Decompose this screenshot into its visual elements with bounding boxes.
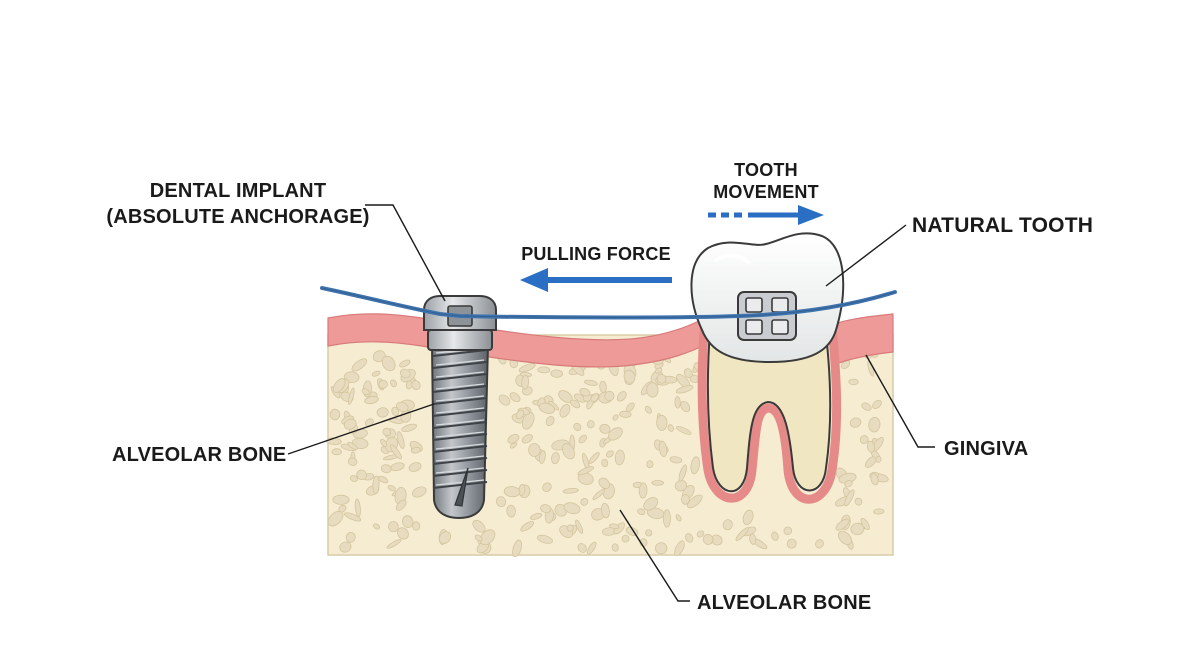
tooth-movement-label-line1: TOOTH <box>734 160 798 180</box>
gingiva-label: GINGIVA <box>944 438 1028 460</box>
natural-tooth <box>690 232 845 504</box>
alveolar-bone-bottom-label: ALVEOLAR BONE <box>697 592 871 614</box>
implant-label-line1: DENTAL IMPLANT <box>150 180 327 202</box>
leader-alveolar-bone-left <box>287 403 435 455</box>
natural-tooth-label: NATURAL TOOTH <box>912 214 1093 237</box>
dashed-arrow-right-icon <box>708 205 824 225</box>
leader-gingiva <box>865 354 935 448</box>
leader-lines <box>287 204 935 602</box>
labels: DENTAL IMPLANT (ABSOLUTE ANCHORAGE) TOOT… <box>106 160 1093 614</box>
alveolar-bone-left-label: ALVEOLAR BONE <box>112 444 286 466</box>
leader-implant <box>365 204 446 302</box>
arrow-left-icon <box>520 268 672 292</box>
pulling-force-label: PULLING FORCE <box>521 244 671 264</box>
leader-alveolar-bone-bottom <box>619 509 690 602</box>
implant-label-line2: (ABSOLUTE ANCHORAGE) <box>106 206 369 228</box>
dental-implant <box>423 295 497 520</box>
tooth-movement-label-line2: MOVEMENT <box>713 182 819 202</box>
leader-natural-tooth <box>825 224 907 287</box>
